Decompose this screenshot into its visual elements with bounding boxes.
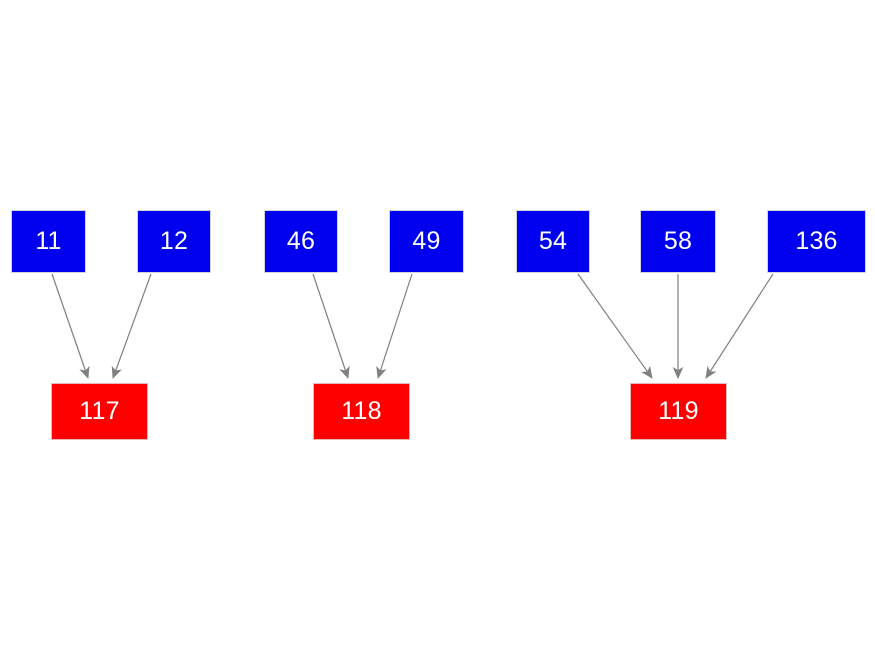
node-11[interactable]: 11: [11, 210, 86, 273]
node-136[interactable]: 136: [767, 210, 866, 273]
node-12[interactable]: 12: [137, 210, 211, 273]
node-label: 136: [795, 226, 838, 255]
edges-group: [51, 273, 774, 379]
node-118[interactable]: 118: [313, 383, 410, 440]
node-label: 119: [658, 396, 699, 425]
node-label: 58: [663, 226, 693, 255]
edge-node-12-to-node-117: [111, 273, 152, 379]
node-label: 12: [159, 226, 189, 255]
edge-node-54-to-node-119: [577, 273, 653, 379]
node-117[interactable]: 117: [51, 383, 148, 440]
node-label: 46: [286, 226, 316, 255]
node-label: 117: [79, 396, 120, 425]
node-label: 54: [538, 226, 568, 255]
edge-node-49-to-node-118: [376, 273, 413, 379]
edge-node-136-to-node-119: [705, 273, 774, 379]
node-58[interactable]: 58: [640, 210, 716, 273]
edge-node-46-to-node-118: [312, 273, 350, 379]
node-label: 118: [341, 396, 382, 425]
edge-node-11-to-node-117: [51, 273, 90, 379]
node-label: 11: [35, 226, 62, 255]
node-119[interactable]: 119: [630, 383, 727, 440]
node-49[interactable]: 49: [389, 210, 464, 273]
node-54[interactable]: 54: [516, 210, 590, 273]
node-46[interactable]: 46: [264, 210, 338, 273]
node-label: 49: [412, 226, 441, 255]
